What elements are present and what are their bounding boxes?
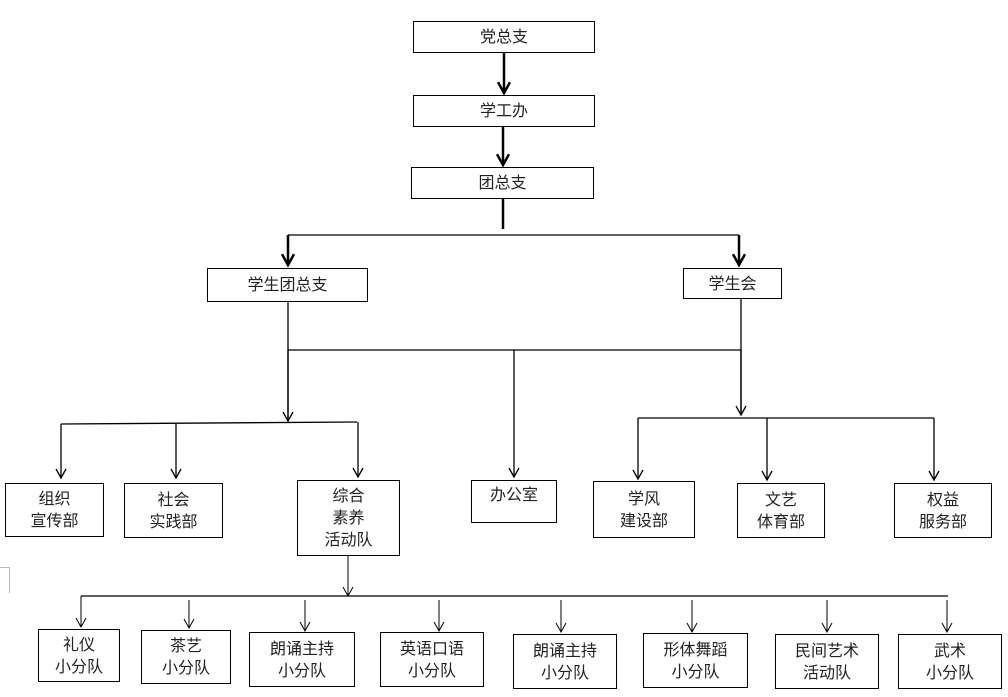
arrowhead-icon: [632, 469, 644, 481]
arrowhead-icon: [299, 621, 311, 633]
node-label-line: 小分队: [54, 656, 103, 676]
arrowhead-icon: [280, 253, 296, 268]
arrowhead-icon: [75, 617, 87, 629]
node-label-line: 实践部: [149, 511, 198, 531]
node-dangzongzhi: 党总支: [413, 21, 595, 53]
node-label-line: 文艺: [764, 489, 797, 509]
node-label-line: 学风: [627, 488, 660, 508]
node-label-line: 素养: [332, 508, 365, 527]
node-label-line: 小分队: [277, 660, 326, 680]
node-label-line: 小分队: [540, 662, 589, 682]
arrowhead-icon: [928, 470, 940, 482]
node-tuanzongzhi: 团总支: [411, 167, 594, 199]
node-label-line: 朗诵主持: [532, 640, 597, 660]
node-chayi: 茶艺小分队: [141, 630, 231, 684]
node-langsong2: 朗诵主持小分队: [513, 634, 617, 689]
arrowhead-icon: [433, 621, 445, 633]
node-zonghe: 综合素养活动队: [297, 480, 400, 556]
arrowhead-icon: [731, 253, 747, 268]
branch-left: [60, 421, 358, 425]
node-liyi: 礼仪小分队: [38, 629, 120, 682]
node-wushu: 武术小分队: [898, 634, 1002, 689]
node-label-line: 活动队: [324, 530, 373, 549]
node-xingti: 形体舞蹈小分队: [643, 633, 748, 688]
node-xueshenghui: 学生会: [683, 268, 782, 299]
arrowhead-icon: [735, 405, 747, 417]
arrowhead-icon: [170, 468, 182, 480]
node-label-line: 小分队: [161, 658, 210, 677]
node-label-line: 茶艺: [169, 636, 202, 655]
node-label-line: 体育部: [756, 511, 805, 531]
node-label-line: 小分队: [925, 662, 974, 682]
node-label-line: 英语口语: [399, 638, 464, 658]
arrowhead-icon: [761, 470, 773, 482]
node-zuzhi: 组织宣传部: [5, 483, 104, 537]
page-corner-mark: [0, 567, 10, 593]
node-xueshengtuanzongzhi: 学生团总支: [207, 268, 368, 302]
node-label-line: 学工办: [479, 101, 528, 120]
arrowhead-icon: [282, 411, 294, 423]
arrowhead-icon: [352, 467, 364, 479]
arrowhead-icon: [821, 622, 833, 634]
node-label-line: 党总支: [479, 27, 528, 46]
node-label-line: 学生会: [708, 273, 757, 293]
arrowhead-icon: [555, 622, 567, 634]
node-label-line: 形体舞蹈: [663, 639, 728, 659]
node-langsong1: 朗诵主持小分队: [249, 632, 355, 687]
node-label-line: 小分队: [407, 660, 456, 680]
node-label-line: 综合: [332, 486, 365, 505]
node-bangongshi: 办公室: [471, 480, 557, 523]
arrowhead-icon: [686, 622, 698, 634]
node-label-line: 武术: [933, 640, 966, 660]
arrowhead-icon: [183, 618, 195, 630]
node-label-line: 活动队: [802, 662, 851, 682]
node-shehui: 社会实践部: [124, 483, 223, 538]
node-label-line: 民间艺术: [794, 640, 859, 660]
node-label-line: 社会: [157, 489, 190, 509]
node-yingyu: 英语口语小分队: [380, 632, 484, 687]
node-quanyi: 权益服务部: [894, 483, 992, 538]
arrowhead-icon: [55, 468, 67, 480]
node-label-line: 建设部: [619, 510, 668, 530]
node-label-line: 服务部: [918, 511, 967, 531]
node-label-line: 朗诵主持: [269, 638, 334, 658]
node-xuegongban: 学工办: [413, 95, 595, 127]
node-xuefeng: 学风建设部: [593, 481, 695, 538]
node-label-line: 办公室: [489, 485, 538, 504]
arrowhead-icon: [941, 622, 953, 634]
arrowhead-icon: [508, 467, 520, 479]
arrowhead-icon: [495, 153, 511, 168]
node-label-line: 小分队: [671, 661, 720, 681]
node-label-line: 组织: [38, 489, 71, 508]
node-wenyi: 文艺体育部: [737, 483, 825, 538]
node-label-line: 学生团总支: [247, 275, 328, 294]
node-label-line: 团总支: [478, 173, 527, 192]
node-label-line: 权益: [926, 489, 959, 509]
node-label-line: 宣传部: [30, 511, 79, 530]
node-minjian: 民间艺术活动队: [775, 634, 879, 689]
arrowhead-icon: [496, 81, 512, 96]
node-label-line: 礼仪: [62, 634, 95, 654]
